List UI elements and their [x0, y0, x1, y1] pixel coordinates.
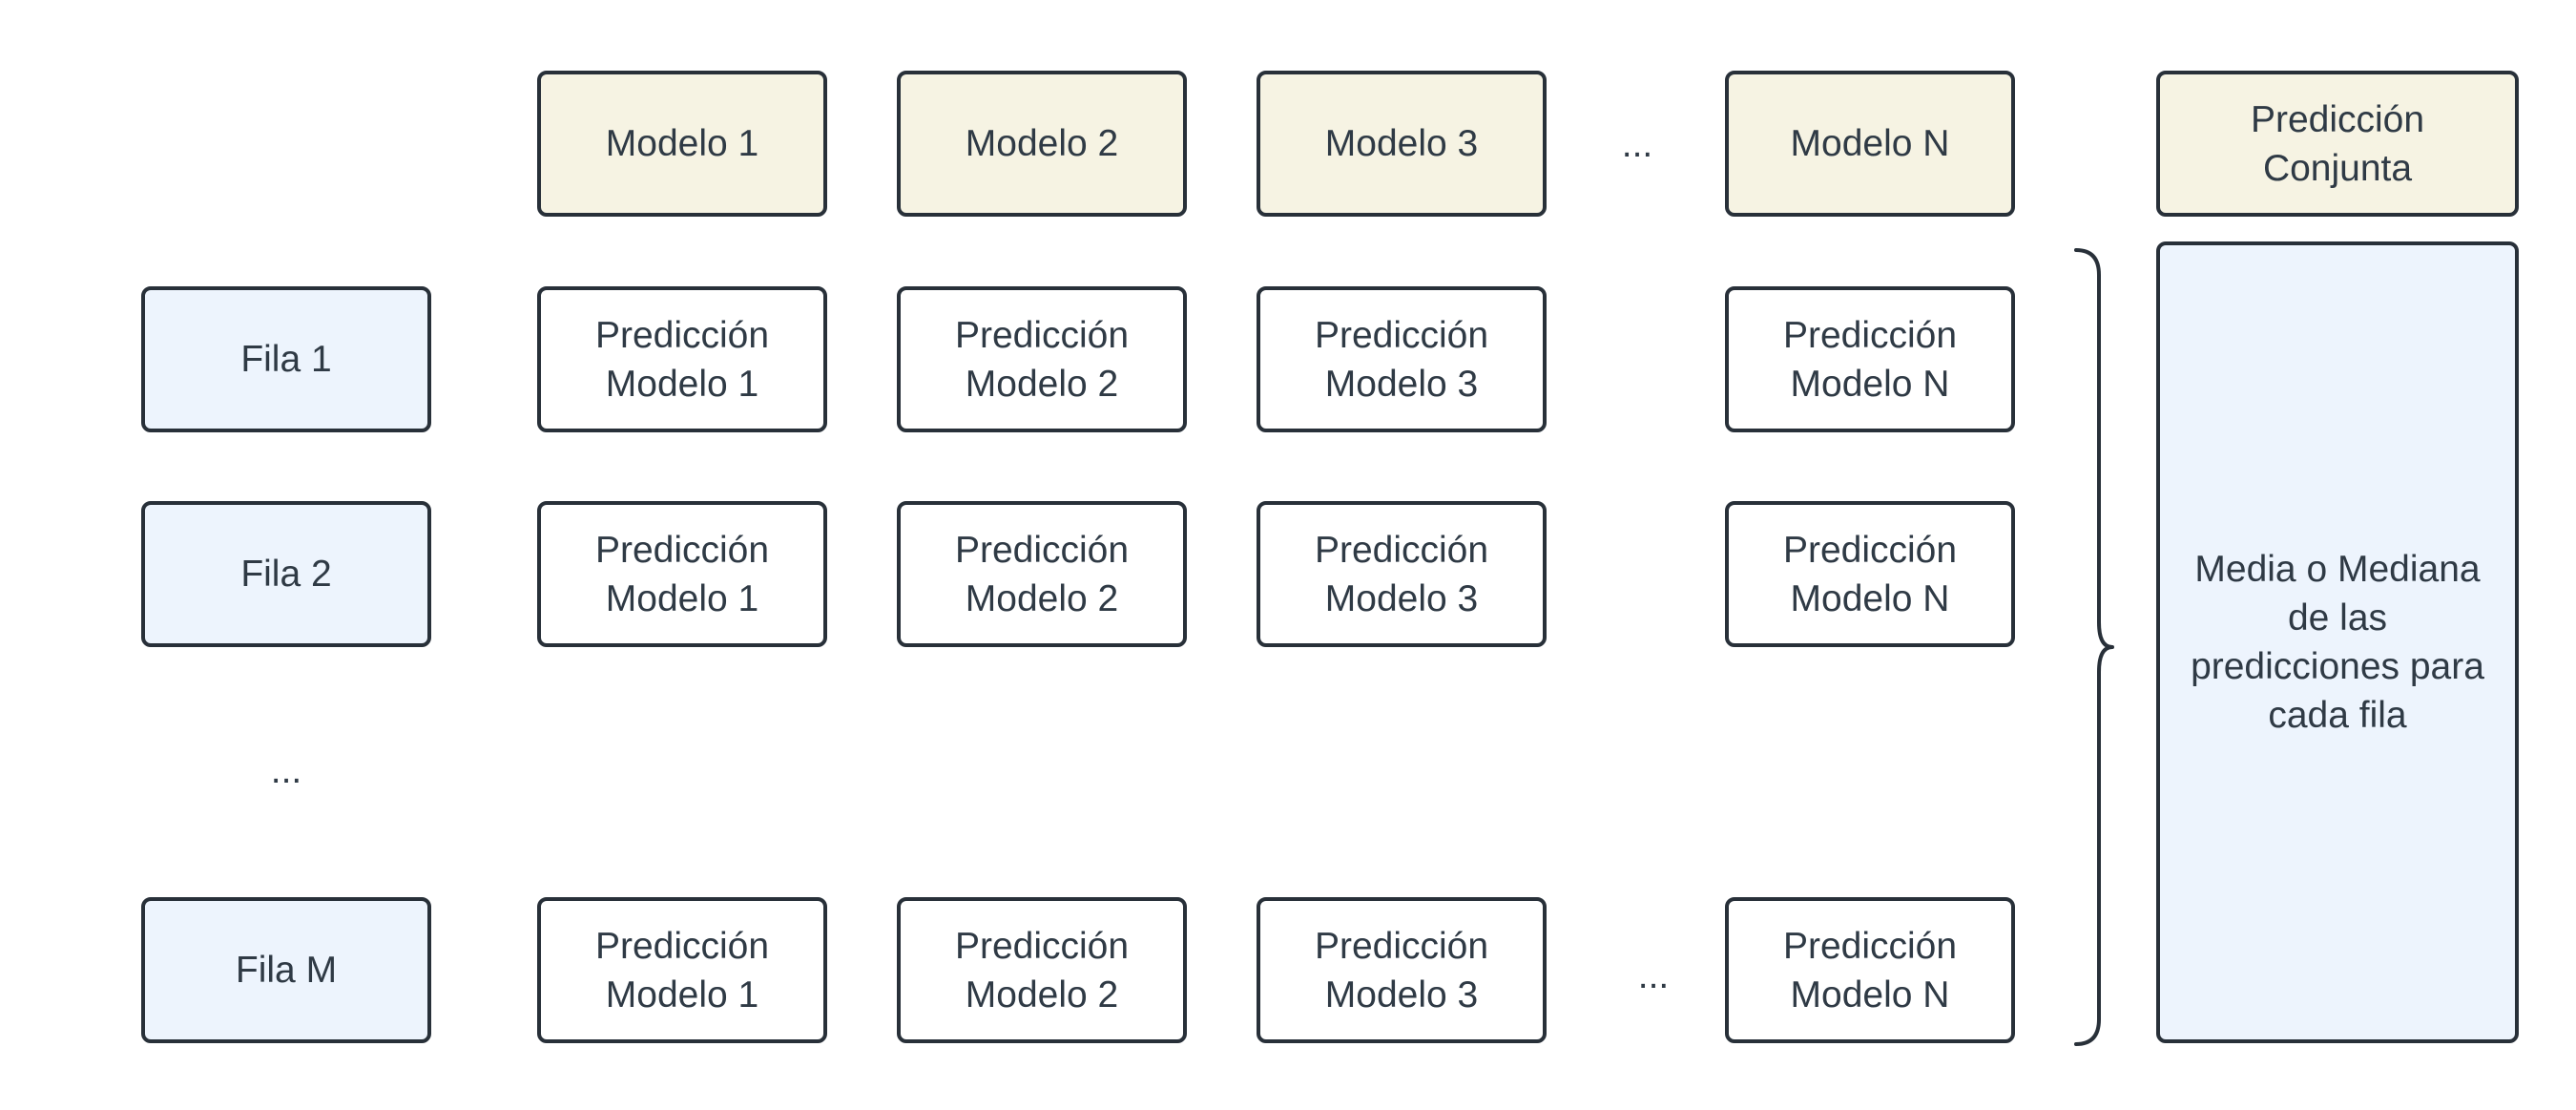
row-label-m: Fila M — [141, 897, 431, 1043]
prediction-row1-modeln: Predicción Modelo N — [1725, 286, 2015, 432]
prediction-row1-model3: Predicción Modelo 3 — [1257, 286, 1547, 432]
prediction-row1-model1: Predicción Modelo 1 — [537, 286, 827, 432]
prediction-rowm-model1: Predicción Modelo 1 — [537, 897, 827, 1043]
prediction-rowm-model3: Predicción Modelo 3 — [1257, 897, 1547, 1043]
prediction-row2-model3: Predicción Modelo 3 — [1257, 501, 1547, 647]
prediction-row2-model2: Predicción Modelo 2 — [897, 501, 1187, 647]
aggregation-result-box: Media o Mediana de las predicciones para… — [2156, 241, 2519, 1043]
row-label-1: Fila 1 — [141, 286, 431, 432]
model-header-1: Modelo 1 — [537, 71, 827, 217]
model-header-n: Modelo N — [1725, 71, 2015, 217]
prediction-row2-modeln: Predicción Modelo N — [1725, 501, 2015, 647]
prediction-rowm-model2: Predicción Modelo 2 — [897, 897, 1187, 1043]
last-row-ellipsis: ... — [1637, 955, 1670, 996]
grouping-brace — [2074, 248, 2114, 1046]
rows-ellipsis: ... — [270, 750, 302, 791]
row-label-2: Fila 2 — [141, 501, 431, 647]
model-header-2: Modelo 2 — [897, 71, 1187, 217]
models-ellipsis: ... — [1621, 124, 1653, 165]
prediction-rowm-modeln: Predicción Modelo N — [1725, 897, 2015, 1043]
prediction-row1-model2: Predicción Modelo 2 — [897, 286, 1187, 432]
prediction-row2-model1: Predicción Modelo 1 — [537, 501, 827, 647]
joint-prediction-header: Predicción Conjunta — [2156, 71, 2519, 217]
model-header-3: Modelo 3 — [1257, 71, 1547, 217]
